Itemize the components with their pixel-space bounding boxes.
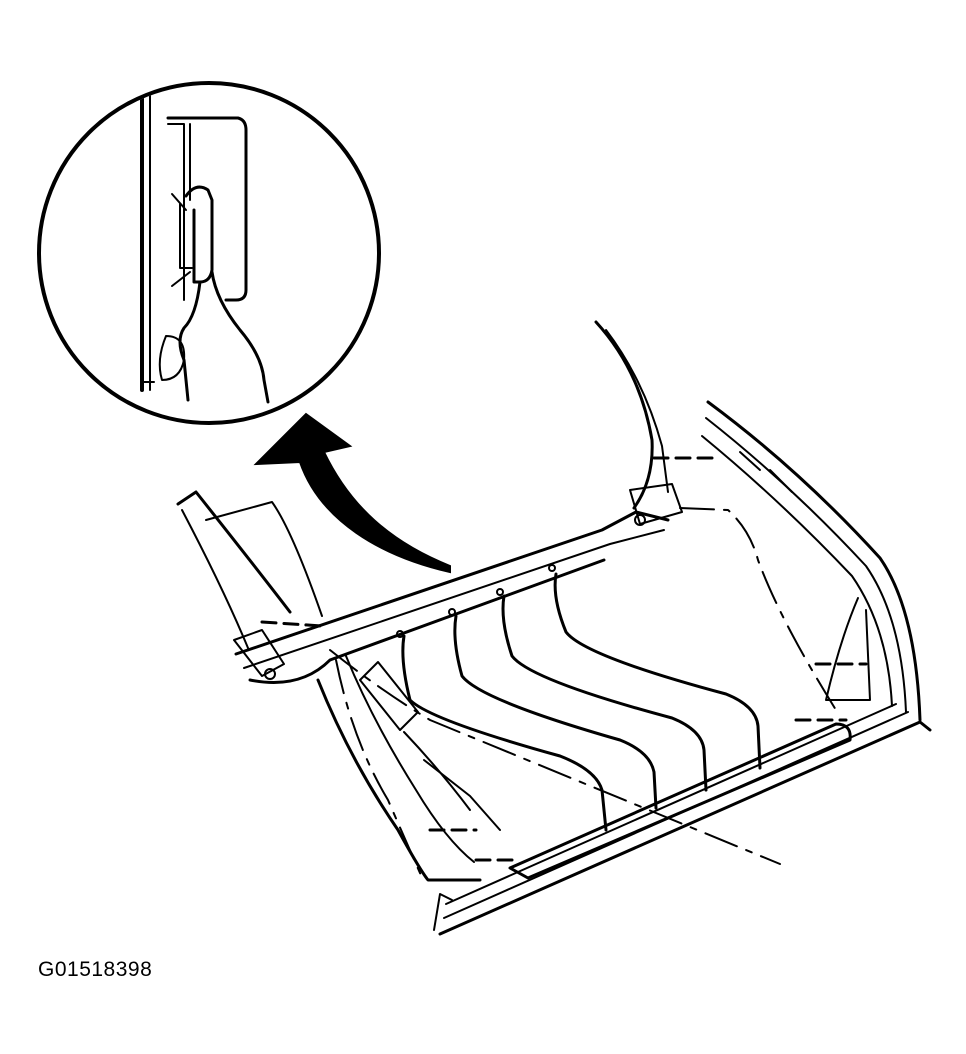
detail-view-circle: [37, 81, 381, 425]
weatherstrip-clip-detail: [140, 93, 270, 404]
curved-arrow-icon: [253, 412, 451, 574]
fastener-callouts: [260, 456, 868, 862]
liftgate-assembly: [176, 320, 932, 936]
figure-id-label: G01518398: [38, 958, 153, 981]
